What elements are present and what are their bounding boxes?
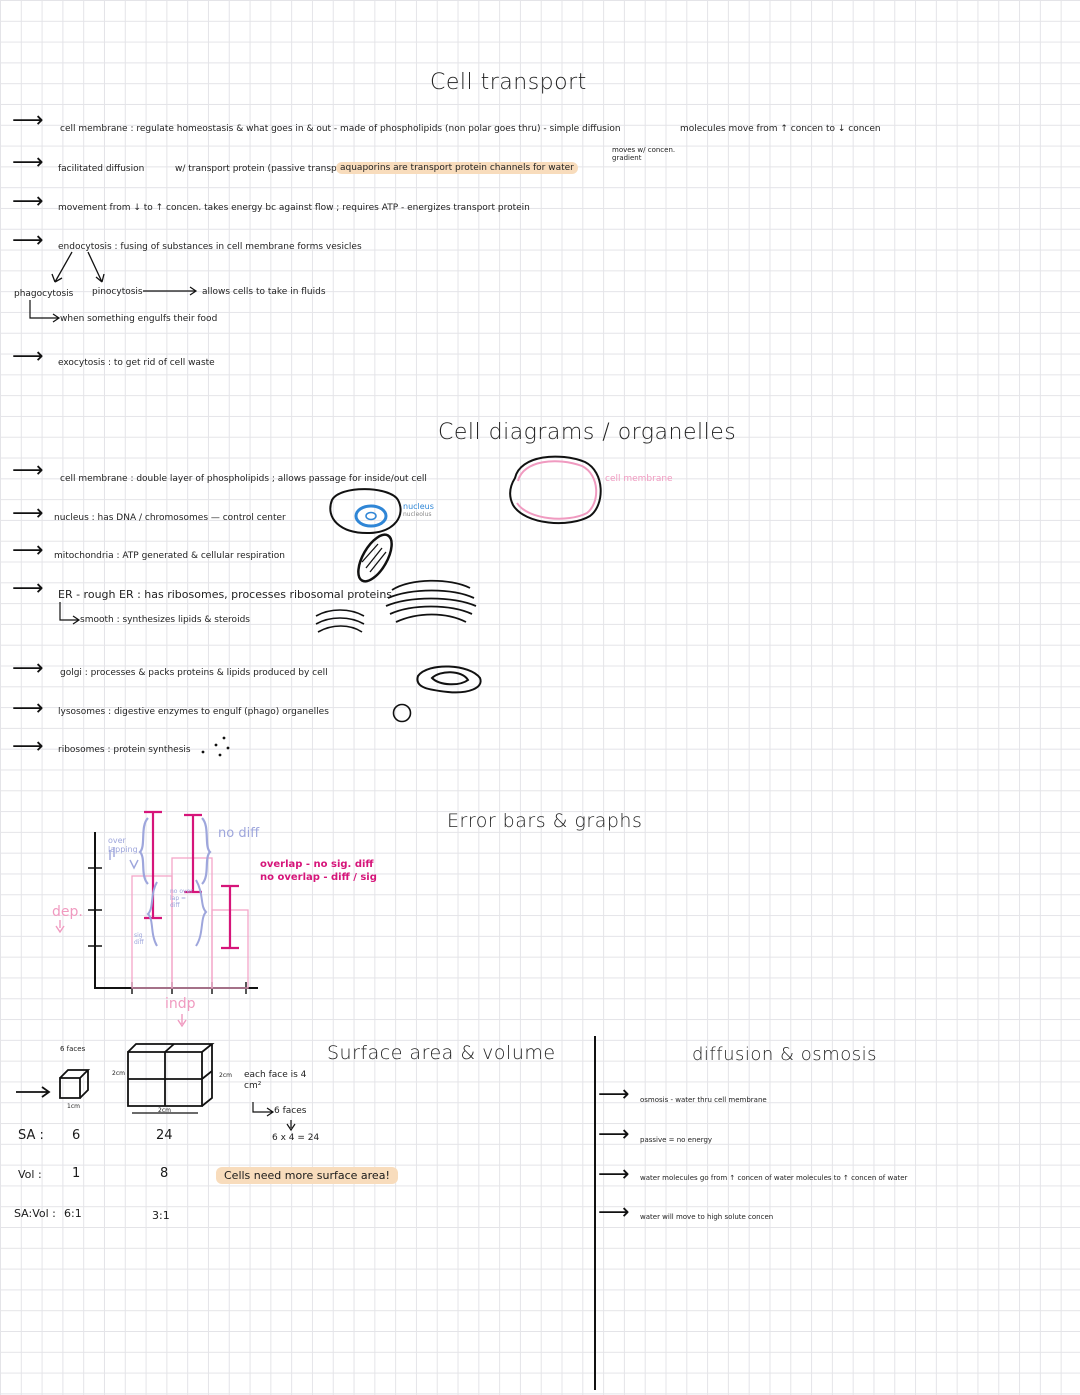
note-surface-area-highlight: Cells need more surface area! (216, 1167, 398, 1184)
note-gradient: moves w/ concen. gradient (612, 146, 676, 162)
note-exocytosis: exocytosis : to get rid of cell waste (58, 358, 215, 368)
label-big-dimension-right: 2cm (219, 1072, 232, 1079)
label-cell-membrane: cell membrane (605, 474, 673, 484)
arrow-icon: ⟶ (12, 576, 44, 601)
arrow-icon: ⟶ (12, 150, 44, 175)
title-cell-transport: Cell transport (430, 70, 587, 95)
title-error-bars: Error bars & graphs (447, 810, 643, 832)
note-fluids: allows cells to take in fluids (202, 287, 326, 297)
note-aquaporins: aquaporins are transport protein channel… (336, 162, 578, 174)
arrow-icon: ⟶ (598, 1082, 630, 1107)
section-divider (594, 1036, 596, 1390)
note-phagocytosis: phagocytosis (14, 289, 74, 299)
row-label-sa: SA : (18, 1128, 44, 1143)
cell-membrane-drawing (509, 455, 602, 525)
arrow-icon: ⟶ (12, 189, 44, 214)
note-osmosis: osmosis - water thru cell membrane (640, 1096, 767, 1104)
arrow-icon: ⟶ (12, 696, 44, 721)
label-independent-axis: indp (165, 996, 196, 1012)
value-sa-small: 6 (72, 1128, 81, 1143)
value-ratio-large: 3:1 (152, 1209, 170, 1222)
note-rough-er: ER - rough ER : has ribosomes, processes… (58, 588, 393, 601)
value-vol-large: 8 (160, 1166, 169, 1181)
arrow-icon: ⟶ (12, 344, 44, 369)
cube-drawings (16, 1043, 296, 1132)
label-nucleus: nucleus (403, 502, 434, 511)
row-label-vol: Vol : (18, 1168, 42, 1181)
organelle-drawings (201, 455, 602, 757)
arrow-icon: ⟶ (598, 1200, 630, 1225)
title-diffusion: diffusion & osmosis (692, 1044, 877, 1065)
note-six-faces: 6 faces (274, 1106, 307, 1116)
label-small-dimension: 1cm (67, 1103, 80, 1110)
note-active-transport: movement from ↓ to ↑ concen. takes energ… (58, 203, 530, 213)
note-lysosomes: lysosomes : digestive enzymes to engulf … (58, 707, 329, 717)
row-label-ratio: SA:Vol : (14, 1207, 56, 1220)
note-endocytosis: endocytosis : fusing of substances in ce… (58, 242, 362, 252)
arrow-icon: ⟶ (598, 1162, 630, 1187)
label-nucleolus: nucleolus (403, 511, 432, 518)
note-no-overlap: no overlap - diff / sig (260, 872, 377, 883)
note-facilitated: facilitated diffusion (58, 164, 145, 174)
label-big-dimension-left: 2cm (112, 1070, 125, 1077)
arrow-icon: ⟶ (12, 228, 44, 253)
note-engulf: when something engulfs their food (60, 314, 218, 324)
note-simple-diffusion: molecules move from ↑ concen to ↓ concen (680, 124, 881, 134)
note-pinocytosis: pinocytosis (92, 287, 143, 297)
note-cell-membrane: cell membrane : regulate homeostasis & w… (60, 124, 621, 134)
rough-er-drawing (385, 579, 477, 623)
label-dependent-axis: dep. (52, 904, 83, 920)
note-ribosomes: ribosomes : protein synthesis (58, 745, 191, 755)
ribosome-drawing (201, 736, 230, 757)
lysosome-drawing (392, 703, 412, 723)
note-overlap: overlap - no sig. diff (260, 859, 374, 870)
smooth-er-drawing (315, 609, 365, 633)
label-over-lapping: over lapping (108, 836, 138, 854)
endocytosis-branch-lines (29, 251, 198, 323)
mitochondria-drawing (357, 533, 393, 583)
note-transport-protein: w/ transport protein (passive transport) (175, 164, 353, 174)
smooth-er-connector (59, 602, 81, 625)
note-calculation: 6 x 4 = 24 (272, 1133, 320, 1143)
arrow-icon: ⟶ (12, 458, 44, 483)
label-no-diff: no diff (218, 826, 260, 841)
note-golgi: golgi : processes & packs proteins & lip… (60, 668, 328, 678)
arrow-icon: ⟶ (12, 734, 44, 759)
label-no-overlap-diff: no over lap = diff (170, 888, 193, 909)
nucleus-drawing (329, 488, 402, 535)
note-membrane-layer: cell membrane : double layer of phosphol… (60, 474, 427, 484)
title-surface-area: Surface area & volume (327, 1042, 556, 1064)
label-six-faces-small: 6 faces (60, 1045, 86, 1053)
value-vol-small: 1 (72, 1166, 81, 1181)
golgi-drawing (416, 665, 482, 694)
arrow-icon: ⟶ (12, 108, 44, 133)
arrow-icon: ⟶ (12, 538, 44, 563)
note-solute: water will move to high solute concen (640, 1213, 774, 1221)
note-water-molecules: water molecules go from ↑ concen of wate… (640, 1174, 908, 1182)
value-ratio-small: 6:1 (64, 1207, 82, 1220)
value-sa-large: 24 (156, 1128, 173, 1143)
note-face-area: each face is 4 cm² (244, 1070, 307, 1091)
label-big-dimension-bottom: 2cm (158, 1107, 171, 1114)
arrow-icon: ⟶ (12, 656, 44, 681)
arrow-icon: ⟶ (598, 1122, 630, 1147)
note-nucleus: nucleus : has DNA / chromosomes — contro… (54, 513, 286, 523)
label-sig-diff: sig diff (134, 932, 144, 946)
error-bar-graph (55, 810, 258, 1028)
title-cell-diagrams: Cell diagrams / organelles (438, 420, 737, 445)
arrow-icon: ⟶ (12, 501, 44, 526)
note-mitochondria: mitochondria : ATP generated & cellular … (54, 551, 285, 561)
note-passive: passive = no energy (640, 1136, 713, 1144)
note-smooth-er: smooth : synthesizes lipids & steroids (80, 615, 250, 625)
